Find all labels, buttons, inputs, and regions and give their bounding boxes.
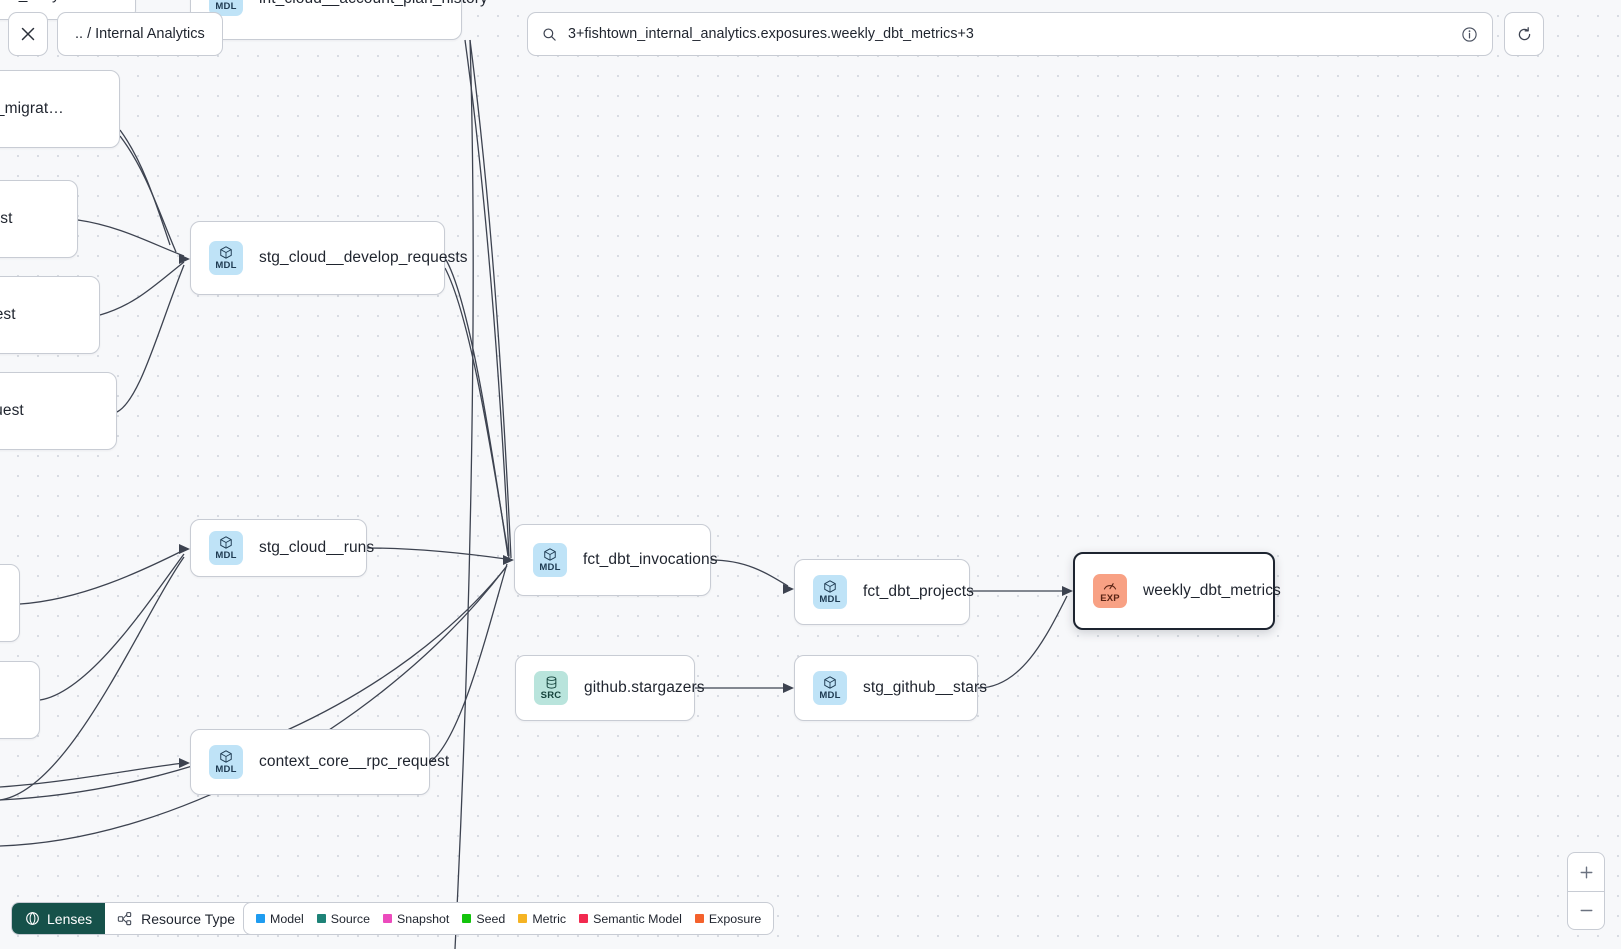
zoom-controls: [1567, 852, 1605, 930]
badge-label: SRC: [540, 690, 562, 702]
legend-label: Exposure: [708, 911, 762, 926]
legend-swatch: [316, 914, 326, 923]
lineage-node-label: fct_dbt_invocations: [583, 551, 718, 568]
info-icon[interactable]: [1461, 26, 1478, 43]
lenses-label: Lenses: [47, 910, 93, 927]
mdl-badge-icon: MDL: [533, 543, 567, 577]
lenses-button[interactable]: Lenses: [12, 903, 106, 934]
lineage-node-label: context_core__rpc_request: [259, 753, 450, 770]
legend-item[interactable]: Model: [256, 912, 304, 926]
lineage-node-label: github.stargazers: [584, 679, 705, 696]
legend-swatch: [462, 914, 472, 923]
legend-item[interactable]: Semantic Model: [579, 912, 682, 926]
legend-label: Seed: [476, 911, 506, 926]
legend-swatch: [518, 914, 528, 923]
minus-icon: [1580, 909, 1592, 912]
badge-label: MDL: [215, 260, 237, 272]
lineage-node[interactable]: MDL context_core__rpc_request: [190, 729, 449, 795]
resource-type-legend: Model Source Snapshot Seed Metric Semantic Mo…: [243, 902, 775, 935]
resource-type-label: Resource Type: [141, 910, 236, 927]
lineage-node-label: _develop_request: [0, 402, 24, 419]
src-badge-icon: SRC: [534, 671, 568, 705]
legend-item[interactable]: Source: [316, 911, 371, 926]
close-button[interactable]: [8, 12, 48, 56]
legend-item[interactable]: Exposure: [694, 911, 762, 926]
lineage-node-label: fct_dbt_projects: [863, 583, 975, 600]
legend-label: Snapshot: [397, 911, 450, 926]
badge-label: MDL: [819, 594, 841, 606]
legend-item[interactable]: Seed: [462, 912, 505, 926]
lineage-node[interactable]: MDL fct_dbt_invocations: [514, 524, 718, 596]
badge-label: MDL: [215, 550, 237, 562]
badge-label: MDL: [215, 1, 237, 13]
lens-icon: [26, 912, 39, 925]
search-icon: [543, 27, 556, 41]
lineage-node[interactable]: _develop_request: [0, 372, 117, 450]
plus-icon: [1580, 866, 1592, 878]
lineage-node-label: stg_github__stars: [863, 679, 988, 696]
lineage-node-label: multicell_migrat…: [0, 100, 64, 117]
mdl-badge-icon: MDL: [209, 241, 243, 275]
lineage-node[interactable]: MDL stg_cloud__develop_requests: [190, 221, 468, 295]
mdl-badge-icon: MDL: [209, 531, 243, 565]
lineage-node[interactable]: n: [0, 564, 20, 642]
search-input[interactable]: 3+fishtown_internal_analytics.exposures.…: [568, 26, 974, 42]
breadcrumb[interactable]: .. / Internal Analytics: [57, 12, 223, 56]
resource-type-icon: [117, 911, 132, 925]
mdl-badge-icon: MDL: [813, 671, 847, 705]
legend-swatch: [694, 914, 704, 923]
lineage-node[interactable]: _run: [0, 661, 40, 739]
exp-badge-icon: EXP: [1093, 574, 1127, 608]
lenses-toolbar: Lenses Resource Type: [11, 902, 273, 935]
badge-label: EXP: [1100, 592, 1120, 604]
badge-label: MDL: [819, 690, 841, 702]
legend-label: Metric: [532, 911, 567, 926]
close-icon: [21, 27, 35, 41]
lineage-node[interactable]: EXP weekly_dbt_metrics: [1073, 552, 1281, 630]
zoom-in-button[interactable]: [1568, 853, 1604, 891]
legend-swatch: [383, 914, 393, 923]
lineage-node-label: velop_request: [0, 306, 16, 323]
legend-label: Source: [330, 911, 371, 926]
lineage-node[interactable]: multicell_migrat…: [0, 70, 120, 148]
lineage-node-label: weekly_dbt_metrics: [1143, 582, 1281, 599]
breadcrumb-label: .. / Internal Analytics: [75, 26, 205, 42]
lineage-node[interactable]: SRC github.stargazers: [515, 655, 705, 721]
mdl-badge-icon: MDL: [209, 745, 243, 779]
legend-swatch: [256, 914, 265, 923]
refresh-button[interactable]: [1504, 12, 1544, 56]
badge-label: MDL: [215, 764, 237, 776]
lineage-node-label: stg_cloud__runs: [259, 539, 375, 556]
lineage-node[interactable]: MDL stg_github__stars: [794, 655, 987, 721]
lineage-node-label: int_cloud__account_plan_history: [259, 0, 488, 8]
lineage-search-bar[interactable]: 3+fishtown_internal_analytics.exposures.…: [527, 12, 1493, 56]
lineage-node-label: stg_cloud__develop_requests: [259, 249, 468, 266]
legend-item[interactable]: Snapshot: [383, 912, 449, 926]
mdl-badge-icon: MDL: [813, 575, 847, 609]
legend-label: Model: [270, 911, 304, 926]
legend-item[interactable]: Metric: [518, 912, 566, 926]
lineage-node[interactable]: MDL stg_cloud__runs: [190, 519, 374, 577]
zoom-out-button[interactable]: [1568, 891, 1604, 929]
lineage-node[interactable]: MDL fct_dbt_projects: [794, 559, 974, 625]
lineage-node[interactable]: velop_request: [0, 276, 100, 354]
badge-label: MDL: [539, 562, 561, 574]
refresh-icon: [1518, 26, 1530, 40]
lineage-node[interactable]: MDL int_cloud__account_plan_history: [190, 0, 488, 40]
lineage-node[interactable]: op_request: [0, 180, 78, 258]
lineage-node-label: op_request: [0, 210, 13, 227]
legend-label: Semantic Model: [593, 911, 682, 926]
lineage-node-label: snapshot_daily: [0, 0, 60, 4]
legend-swatch: [579, 914, 589, 923]
